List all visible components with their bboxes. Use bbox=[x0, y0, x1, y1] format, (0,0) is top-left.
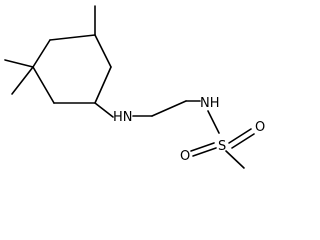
s-o-left-double-bond-a bbox=[190, 142, 215, 152]
ring-to-amine-bond bbox=[94, 102, 114, 118]
amine-nh-label: HN bbox=[113, 110, 133, 125]
oxygen-top-label: O bbox=[255, 120, 265, 135]
ring-bond-3 bbox=[94, 66, 112, 104]
ch2-ch2-bond bbox=[151, 100, 187, 117]
s-o-top-double-bond-a bbox=[228, 128, 252, 144]
methyl-bond-gem-1 bbox=[4, 59, 34, 68]
ring-bond-5 bbox=[32, 66, 55, 104]
nh-to-sulfur-bond bbox=[207, 110, 220, 134]
molecule-diagram: HN NH S O O bbox=[4, 5, 265, 169]
s-o-left-double-bond-b bbox=[192, 147, 217, 157]
sulfur-methyl-bond bbox=[225, 150, 245, 169]
sulfonamide-nh-label: NH bbox=[200, 96, 220, 111]
ring-bond-6 bbox=[32, 39, 51, 68]
sulfur-label: S bbox=[218, 139, 226, 154]
oxygen-left-label: O bbox=[180, 149, 190, 164]
structure-canvas: HN NH S O O bbox=[4, 5, 265, 169]
methyl-bond-gem-2 bbox=[11, 66, 34, 95]
ring-bond-1 bbox=[49, 34, 96, 41]
ring-bond-2 bbox=[94, 34, 112, 68]
s-o-top-double-bond-b bbox=[231, 133, 255, 149]
